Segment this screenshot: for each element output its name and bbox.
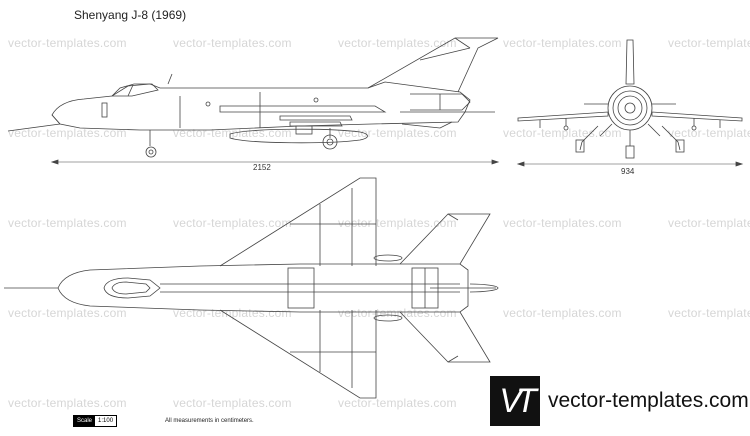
scale-value: 1:100 bbox=[95, 416, 117, 426]
watermark-text: vector-templates.com bbox=[503, 216, 622, 230]
watermark-text: vector-templates.com bbox=[503, 126, 622, 140]
front-view bbox=[516, 39, 744, 167]
watermark-text: vector-templates.com bbox=[8, 126, 127, 140]
brand-logo-icon: VT bbox=[490, 376, 540, 426]
length-dimension-label: 2152 bbox=[253, 163, 271, 172]
scale-indicator: Scale 1:100 bbox=[73, 415, 118, 427]
watermark-text: vector-templates.com bbox=[173, 36, 292, 50]
watermark-text: vector-templates.com bbox=[668, 216, 750, 230]
brand-name: vector-templates.com bbox=[548, 389, 749, 412]
watermark-text: vector-templates.com bbox=[173, 396, 292, 410]
top-view bbox=[4, 177, 499, 399]
measurement-note: All measurements in centimeters. bbox=[165, 418, 254, 424]
watermark-text: vector-templates.com bbox=[668, 306, 750, 320]
watermark-text: vector-templates.com bbox=[173, 216, 292, 230]
scale-label: Scale bbox=[74, 416, 96, 426]
watermark-text: vector-templates.com bbox=[668, 126, 750, 140]
watermark-text: vector-templates.com bbox=[503, 36, 622, 50]
watermark-text: vector-templates.com bbox=[338, 306, 457, 320]
watermark-text: vector-templates.com bbox=[503, 306, 622, 320]
watermark-text: vector-templates.com bbox=[8, 396, 127, 410]
page-title: Shenyang J-8 (1969) bbox=[74, 8, 187, 22]
brand-block: VT vector-templates.com bbox=[490, 376, 749, 426]
watermark-text: vector-templates.com bbox=[338, 396, 457, 410]
watermark-text: vector-templates.com bbox=[8, 306, 127, 320]
side-view bbox=[7, 37, 500, 165]
watermark-text: vector-templates.com bbox=[8, 36, 127, 50]
watermark-text: vector-templates.com bbox=[173, 306, 292, 320]
watermark-text: vector-templates.com bbox=[338, 36, 457, 50]
watermark-text: vector-templates.com bbox=[8, 216, 127, 230]
watermark-text: vector-templates.com bbox=[338, 216, 457, 230]
watermark-text: vector-templates.com bbox=[668, 36, 750, 50]
span-dimension-label: 934 bbox=[621, 167, 635, 176]
